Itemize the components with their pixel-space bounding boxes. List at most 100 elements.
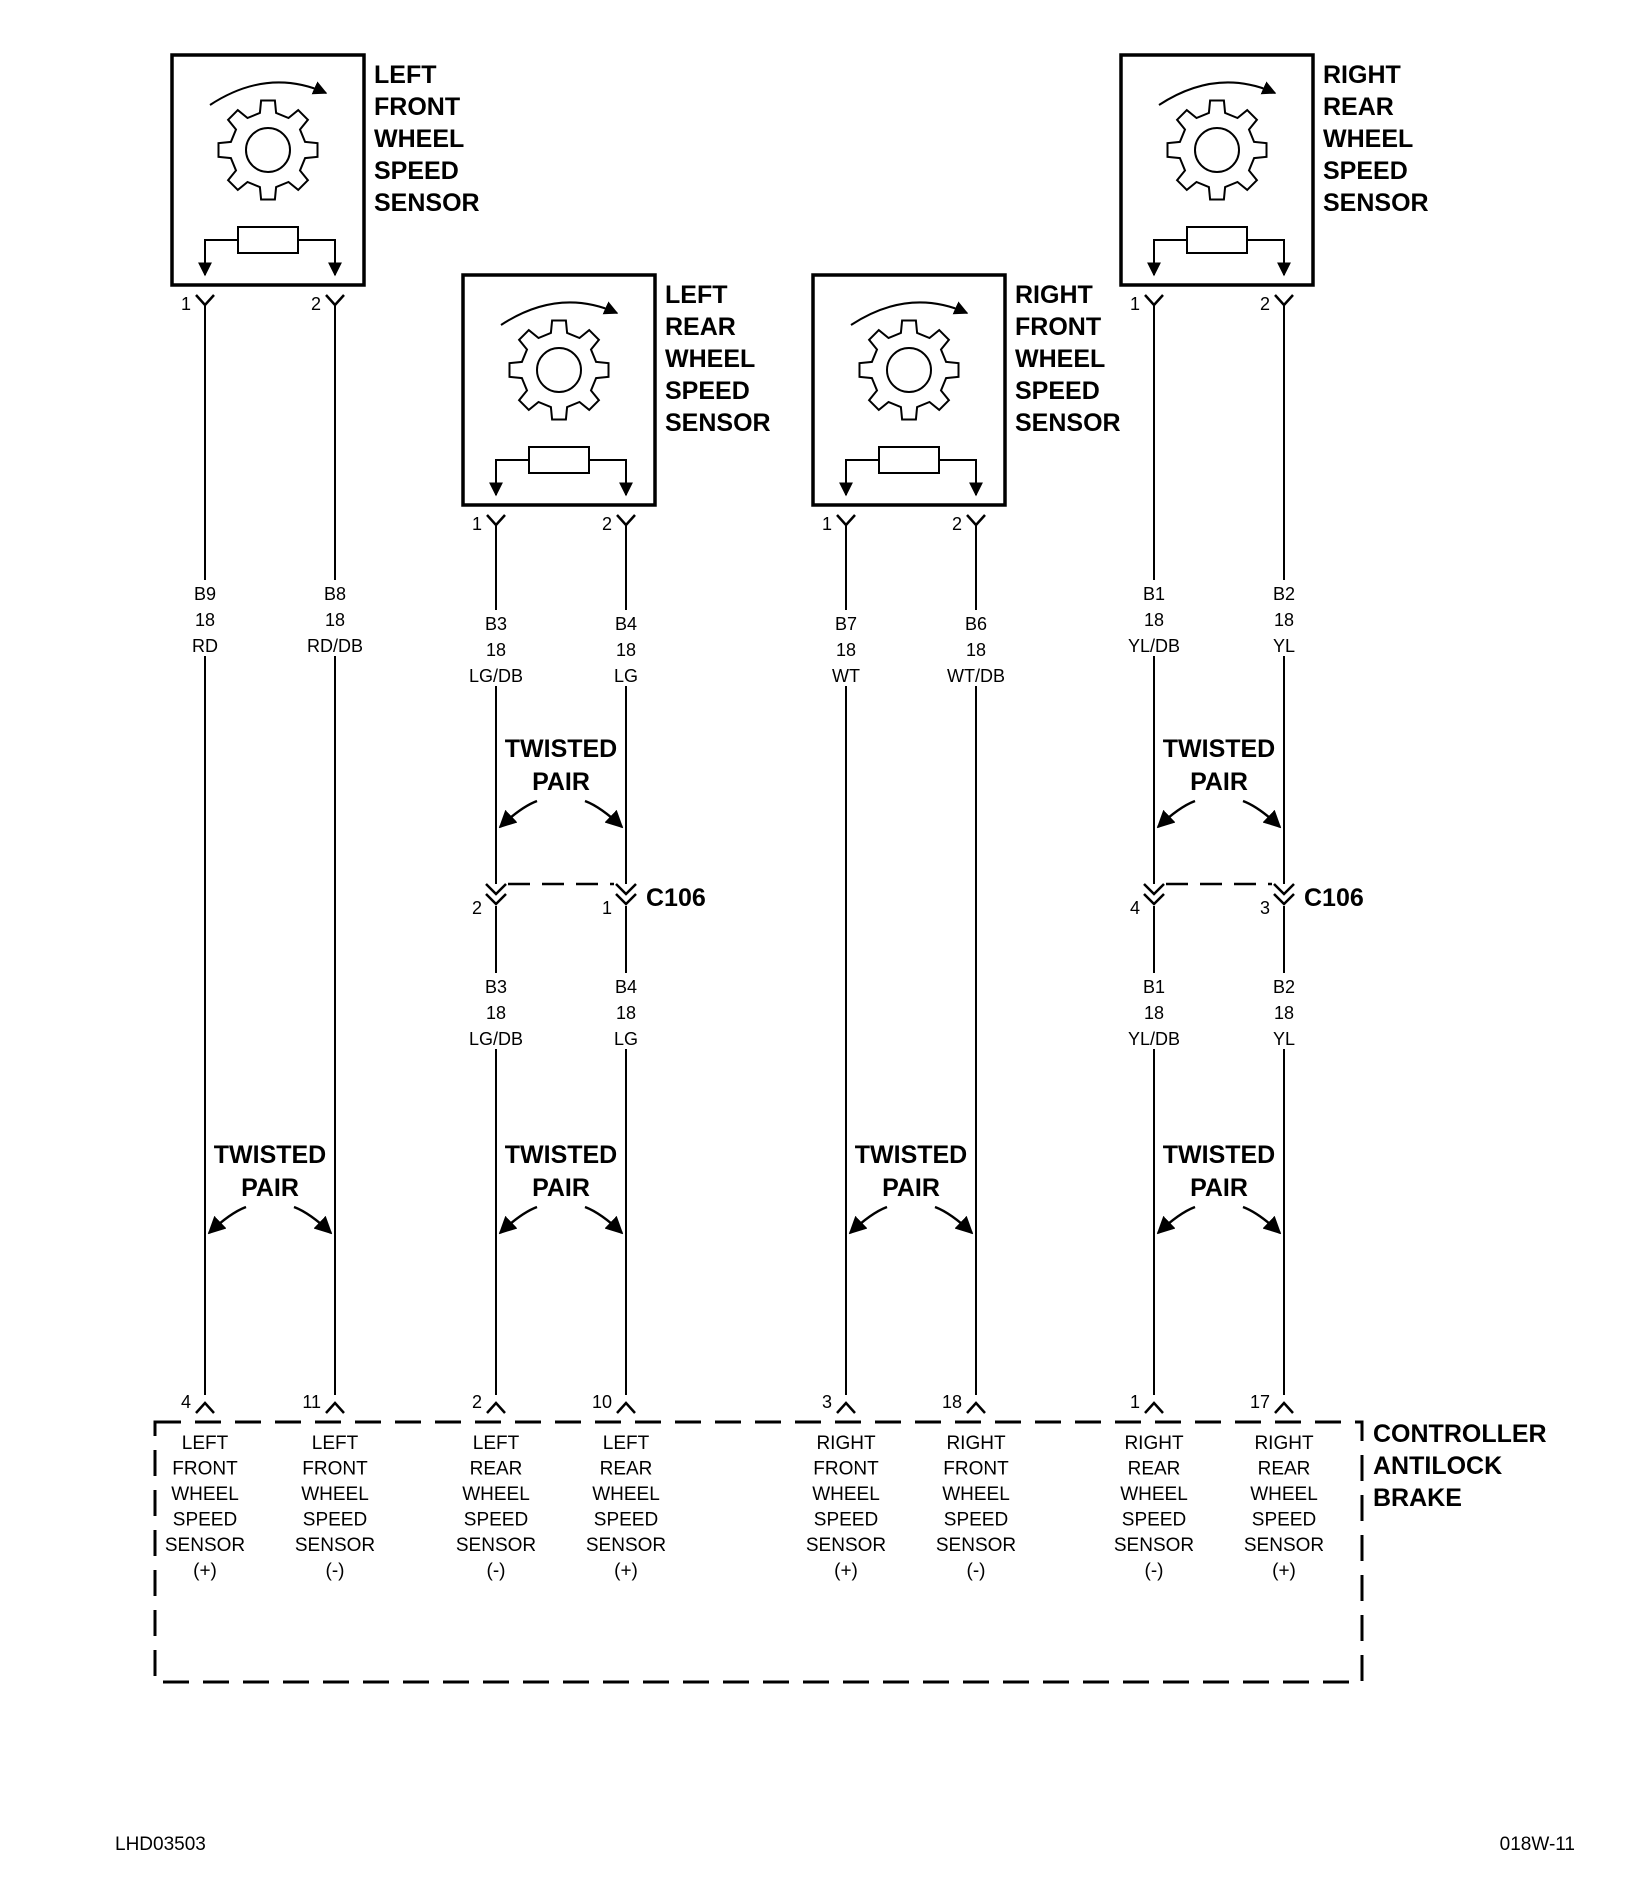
twisted-pair-label: TWISTED	[214, 1141, 327, 1169]
controller-pin-label: 18	[942, 1392, 962, 1412]
wire-code-upper: B6	[965, 614, 987, 634]
sensor-pin-label: 2	[952, 514, 962, 534]
wire-code-lower: B3	[485, 977, 507, 997]
twisted-pair-label: PAIR	[532, 1174, 590, 1202]
controller-terminal-label: REAR	[600, 1459, 653, 1480]
controller-terminal-label: REAR	[1128, 1459, 1181, 1480]
wire-code-upper: WT/DB	[947, 666, 1005, 686]
resistor-icon	[1186, 226, 1248, 254]
c106-pin-label: 4	[1130, 898, 1140, 918]
wire-code-upper: 18	[836, 640, 856, 660]
sensor-box	[811, 273, 1007, 507]
controller-pin-label: 17	[1250, 1392, 1270, 1412]
sensor-label-line: WHEEL	[1015, 345, 1105, 373]
controller-terminal-label: SPEED	[1122, 1510, 1186, 1531]
controller-terminal-label: REAR	[1258, 1459, 1311, 1480]
pointer-arrow-icon	[1156, 799, 1196, 829]
controller-terminal-label: (-)	[1145, 1561, 1164, 1582]
twisted-pair-label: TWISTED	[855, 1141, 968, 1169]
controller-terminal-label: (+)	[834, 1561, 858, 1582]
connector-terminal-icon	[1274, 294, 1294, 307]
sensor-label-line: RIGHT	[1015, 281, 1093, 309]
controller-terminal-label: SPEED	[594, 1510, 658, 1531]
wire-code-lower: 18	[616, 1003, 636, 1023]
twisted-pair-label: PAIR	[1190, 768, 1248, 796]
connector-terminal-icon	[486, 514, 506, 527]
pointer-arrow-icon	[934, 1205, 974, 1235]
connector-terminal-icon	[195, 294, 215, 307]
controller-terminal-label: WHEEL	[301, 1484, 369, 1505]
gear-hub-icon	[886, 347, 932, 393]
wire-code-upper: 18	[966, 640, 986, 660]
twisted-pair-callout: TWISTED PAIR	[207, 1141, 333, 1235]
twisted-pair-label: TWISTED	[505, 735, 618, 763]
sensor-label-line: WHEEL	[1323, 125, 1413, 153]
c106-label: C106	[646, 884, 706, 912]
wire-code-upper: 18	[195, 610, 215, 630]
wire-code-upper: 18	[1144, 610, 1164, 630]
wire-code-upper: RD/DB	[307, 636, 363, 656]
sensor-pin-label: 2	[1260, 294, 1270, 314]
sensor-label-line: LEFT	[665, 281, 728, 309]
controller-terminal-label: SENSOR	[586, 1535, 666, 1556]
controller-terminal-label: FRONT	[943, 1459, 1009, 1480]
sensor-label-line: SENSOR	[1323, 189, 1429, 217]
wire-code-lower: 18	[1274, 1003, 1294, 1023]
sensor-label-line: SPEED	[374, 157, 459, 185]
wire-code-upper: YL	[1273, 636, 1295, 656]
controller-pin-label: 2	[472, 1392, 482, 1412]
resistor-icon	[237, 226, 299, 254]
wire-code-upper: 18	[1274, 610, 1294, 630]
controller-terminal-label: REAR	[470, 1459, 523, 1480]
twisted-pair-label: PAIR	[241, 1174, 299, 1202]
terminal-icon	[1274, 1401, 1294, 1414]
wire-code-upper: B2	[1273, 584, 1295, 604]
sensor-label-line: RIGHT	[1323, 61, 1401, 89]
controller-boundary	[153, 1420, 1364, 1684]
controller-terminal-label: LEFT	[473, 1433, 520, 1454]
wire-code-upper: B1	[1143, 584, 1165, 604]
terminal-icon	[616, 1401, 636, 1414]
connector-terminal-icon	[1144, 294, 1164, 307]
terminal-icon	[325, 1401, 345, 1414]
terminal-icon	[836, 1401, 856, 1414]
controller-terminal-label: SENSOR	[1114, 1535, 1194, 1556]
resistor-icon	[878, 446, 940, 474]
pointer-arrow-icon	[1242, 799, 1282, 829]
sensor-label-line: WHEEL	[374, 125, 464, 153]
terminal-icon	[195, 1401, 215, 1414]
controller-terminal-label: SENSOR	[456, 1535, 536, 1556]
wire-code-lower: B4	[615, 977, 637, 997]
controller-terminal-label: LEFT	[603, 1433, 650, 1454]
controller-terminal-label: FRONT	[813, 1459, 879, 1480]
wire-code-upper: 18	[616, 640, 636, 660]
wire-code-upper: B8	[324, 584, 346, 604]
pointer-arrow-icon	[848, 1205, 888, 1235]
controller-antilock-brake: CONTROLLERANTILOCKBRAKE4LEFTFRONTWHEELSP…	[153, 1392, 1547, 1684]
sensor-label-line: SPEED	[1015, 377, 1100, 405]
pointer-arrow-icon	[498, 799, 538, 829]
sensor-label-line: SPEED	[665, 377, 750, 405]
wire-code-upper: B9	[194, 584, 216, 604]
sensor-box	[1119, 53, 1315, 287]
connector-terminal-icon	[616, 514, 636, 527]
controller-title-line: CONTROLLER	[1373, 1420, 1547, 1448]
footer-right-code: 018W-11	[1500, 1834, 1575, 1855]
controller-terminal-label: RIGHT	[816, 1433, 876, 1454]
sensor-pin-label: 1	[1130, 294, 1140, 314]
sensor-label-line: REAR	[1323, 93, 1394, 121]
wire-code-upper: B7	[835, 614, 857, 634]
wire-code-upper: LG/DB	[469, 666, 523, 686]
sensor-box	[170, 53, 366, 287]
controller-terminal-label: WHEEL	[462, 1484, 530, 1505]
controller-terminal-label: FRONT	[302, 1459, 368, 1480]
